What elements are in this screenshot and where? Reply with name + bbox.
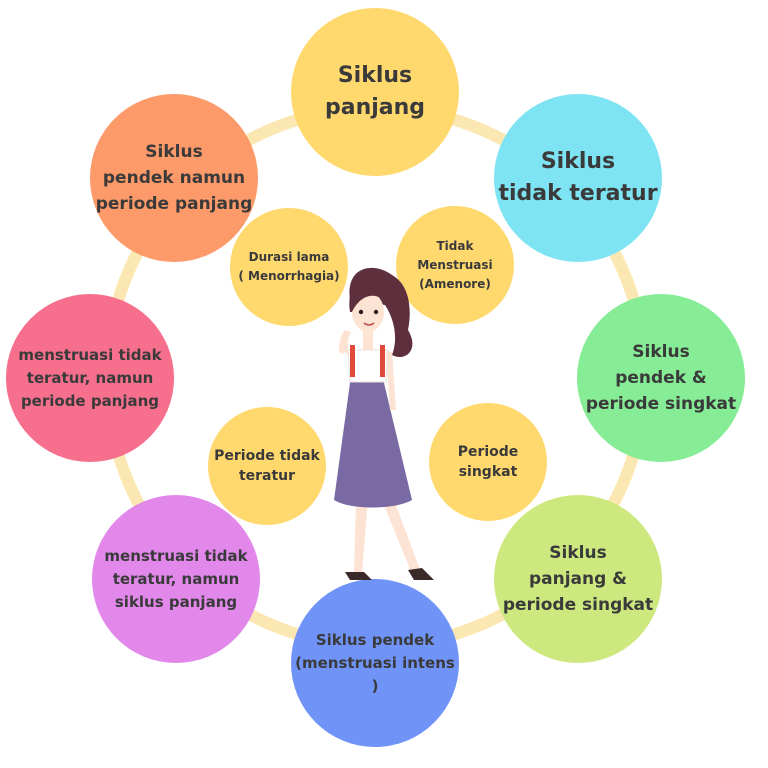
strap-left <box>350 345 355 377</box>
node-tidak-menstruasi: Tidak Menstruasi (Amenore) <box>396 206 514 324</box>
mouth <box>363 322 375 326</box>
eye-left <box>358 309 364 315</box>
right-leg <box>382 500 420 574</box>
node-siklus-tidak-teratur: Siklus tidak teratur <box>494 94 662 262</box>
right-shoe <box>408 568 434 580</box>
hair-front <box>349 278 392 312</box>
neck <box>363 330 373 350</box>
node-siklus-pendek-periode-panjang: Siklus pendek namun periode panjang <box>90 94 258 262</box>
node-menstruasi-tidak-teratur-periode-panjang: menstruasi tidak teratur, namun periode … <box>6 294 174 462</box>
node-siklus-panjang-periode-singkat: Siklus panjang & periode singkat <box>494 495 662 663</box>
node-label: Durasi lama ( Menorrhagia) <box>238 250 340 283</box>
node-label: Tidak Menstruasi (Amenore) <box>417 238 493 291</box>
node-siklus-pendek-menstruasi-intens: Siklus pendek (menstruasi intens ) <box>291 579 459 747</box>
top <box>347 349 389 383</box>
node-durasi-lama: Durasi lama ( Menorrhagia) <box>230 208 348 326</box>
node-label: Siklus pendek namun periode panjang <box>95 142 253 214</box>
strap-right <box>380 345 385 377</box>
node-label: Siklus panjang <box>324 63 426 120</box>
node-periode-singkat: Periode singkat <box>429 403 547 521</box>
node-label: Siklus pendek & periode singkat <box>585 342 737 414</box>
node-label: Siklus tidak teratur <box>498 149 658 206</box>
node-label: Periode tidak teratur <box>214 448 320 484</box>
node-periode-tidak-teratur: Periode tidak teratur <box>208 407 326 525</box>
node-label: Siklus pendek (menstruasi intens ) <box>295 630 455 695</box>
node-label: Siklus panjang & periode singkat <box>502 543 654 615</box>
left-shoe <box>345 572 372 580</box>
left-leg <box>354 500 368 572</box>
face <box>352 292 384 332</box>
node-menstruasi-tidak-teratur-siklus-panjang: menstruasi tidak teratur, namun siklus p… <box>92 495 260 663</box>
node-label: menstruasi tidak teratur, namun siklus p… <box>104 546 248 611</box>
node-siklus-pendek-periode-singkat: Siklus pendek & periode singkat <box>577 294 745 462</box>
left-arm <box>338 330 351 356</box>
skirt <box>334 383 412 508</box>
node-siklus-panjang: Siklus panjang <box>291 8 459 176</box>
waist-band <box>350 380 384 388</box>
right-arm <box>386 352 396 410</box>
eye-right <box>373 309 379 315</box>
node-label: menstruasi tidak teratur, namun periode … <box>18 345 162 410</box>
node-label: Periode singkat <box>457 444 519 480</box>
